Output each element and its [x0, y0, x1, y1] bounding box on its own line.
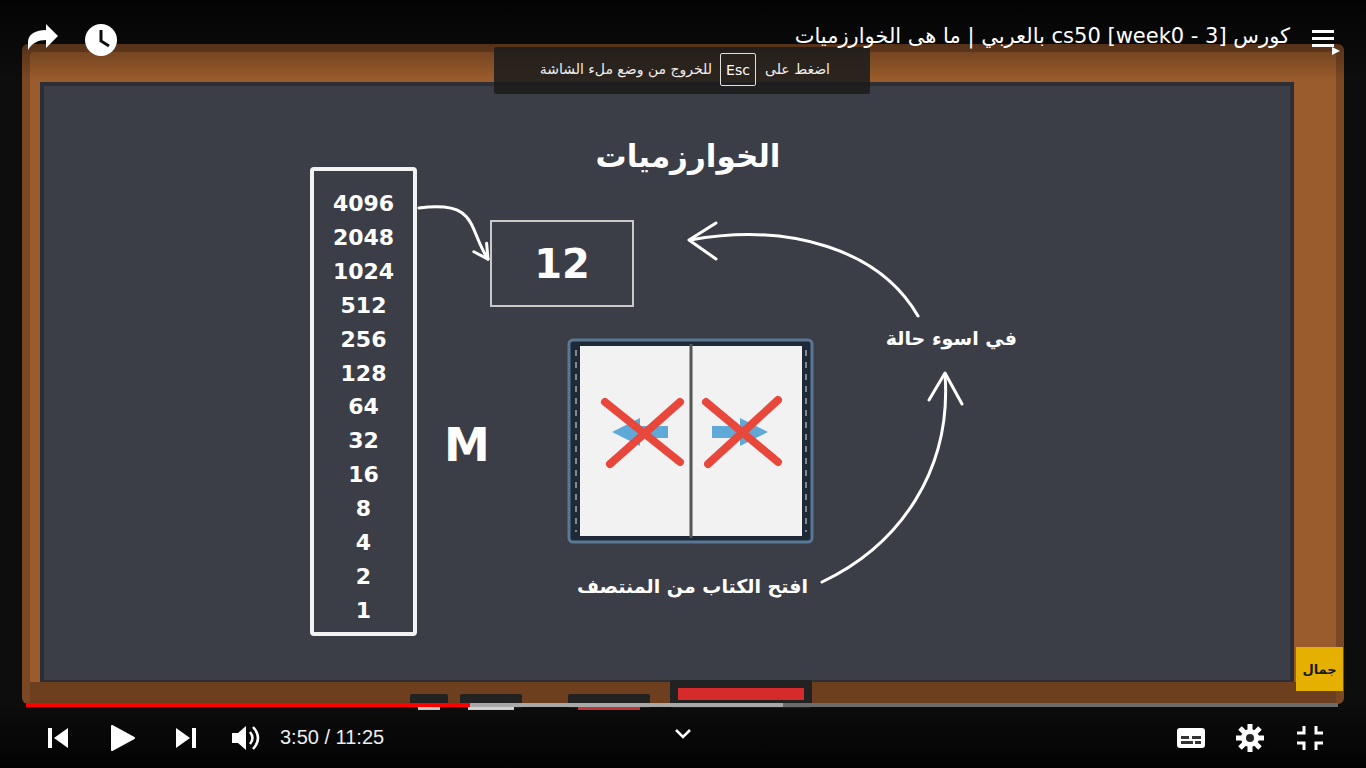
- power-of-two: 16: [348, 458, 379, 492]
- connector-line: [419, 207, 488, 259]
- diagram-title: الخوارزميات: [488, 138, 888, 174]
- video-title: كورس cs50 [week0 - 3] بالعربي | ما هى ال…: [795, 24, 1290, 48]
- chalkboard: [42, 84, 1292, 682]
- power-of-two: 4: [356, 526, 371, 560]
- power-of-two: 64: [348, 390, 379, 424]
- chalkboard-edge: [42, 84, 1292, 682]
- power-of-two: 32: [348, 424, 379, 458]
- time-display: 3:50 / 11:25: [280, 726, 384, 749]
- top-shade: [0, 0, 1366, 80]
- watch-later-icon: [85, 24, 117, 56]
- channel-logo: جمال: [1296, 647, 1343, 691]
- power-of-two: 512: [341, 289, 387, 323]
- progress-buffer: [26, 703, 783, 707]
- power-of-two: 256: [341, 323, 387, 357]
- progress-played: [26, 703, 470, 707]
- logo-text: جمال: [1302, 662, 1336, 677]
- variable-label: M: [444, 418, 490, 472]
- key-label: Esc: [726, 62, 750, 78]
- leader-arrow: [689, 223, 918, 316]
- leader-arrow: [822, 373, 962, 582]
- power-of-two: 128: [341, 357, 387, 391]
- eraser-felt: [678, 688, 804, 700]
- board-frame: [22, 44, 1344, 704]
- share-icon: [28, 24, 58, 50]
- power-of-two: 4096: [333, 187, 394, 221]
- bottom-shade: [0, 700, 1366, 768]
- power-of-two: 1: [356, 594, 371, 628]
- player-controls: [48, 724, 1323, 752]
- progress-track: [26, 703, 1338, 707]
- note-text: افتح الكتاب من المنتصف: [577, 575, 808, 597]
- power-of-two: 2048: [333, 221, 394, 255]
- toast-text: للخروج من وضع ملء الشاشة: [540, 61, 712, 77]
- fullscreen-toast: اضغط على للخروج من وضع ملء الشاشة Esc: [494, 47, 870, 94]
- key-badge: Esc: [720, 53, 756, 86]
- open-book: [569, 340, 812, 542]
- number-column-box: 4096204810245122561286432168421: [310, 167, 417, 636]
- arrow-head: [474, 243, 488, 259]
- clock-hand: [101, 30, 109, 46]
- power-of-two: 1024: [333, 255, 394, 289]
- result-box: 12: [490, 220, 634, 307]
- result-number: 12: [534, 241, 590, 287]
- playlist-icon: [1312, 30, 1340, 55]
- note-text: في اسوء حالة: [886, 327, 1017, 349]
- power-of-two: 8: [356, 492, 371, 526]
- board-frame-inner: [30, 52, 1336, 696]
- power-of-two: 2: [356, 560, 371, 594]
- connector: [419, 207, 488, 259]
- toast-text: اضغط على: [765, 61, 830, 77]
